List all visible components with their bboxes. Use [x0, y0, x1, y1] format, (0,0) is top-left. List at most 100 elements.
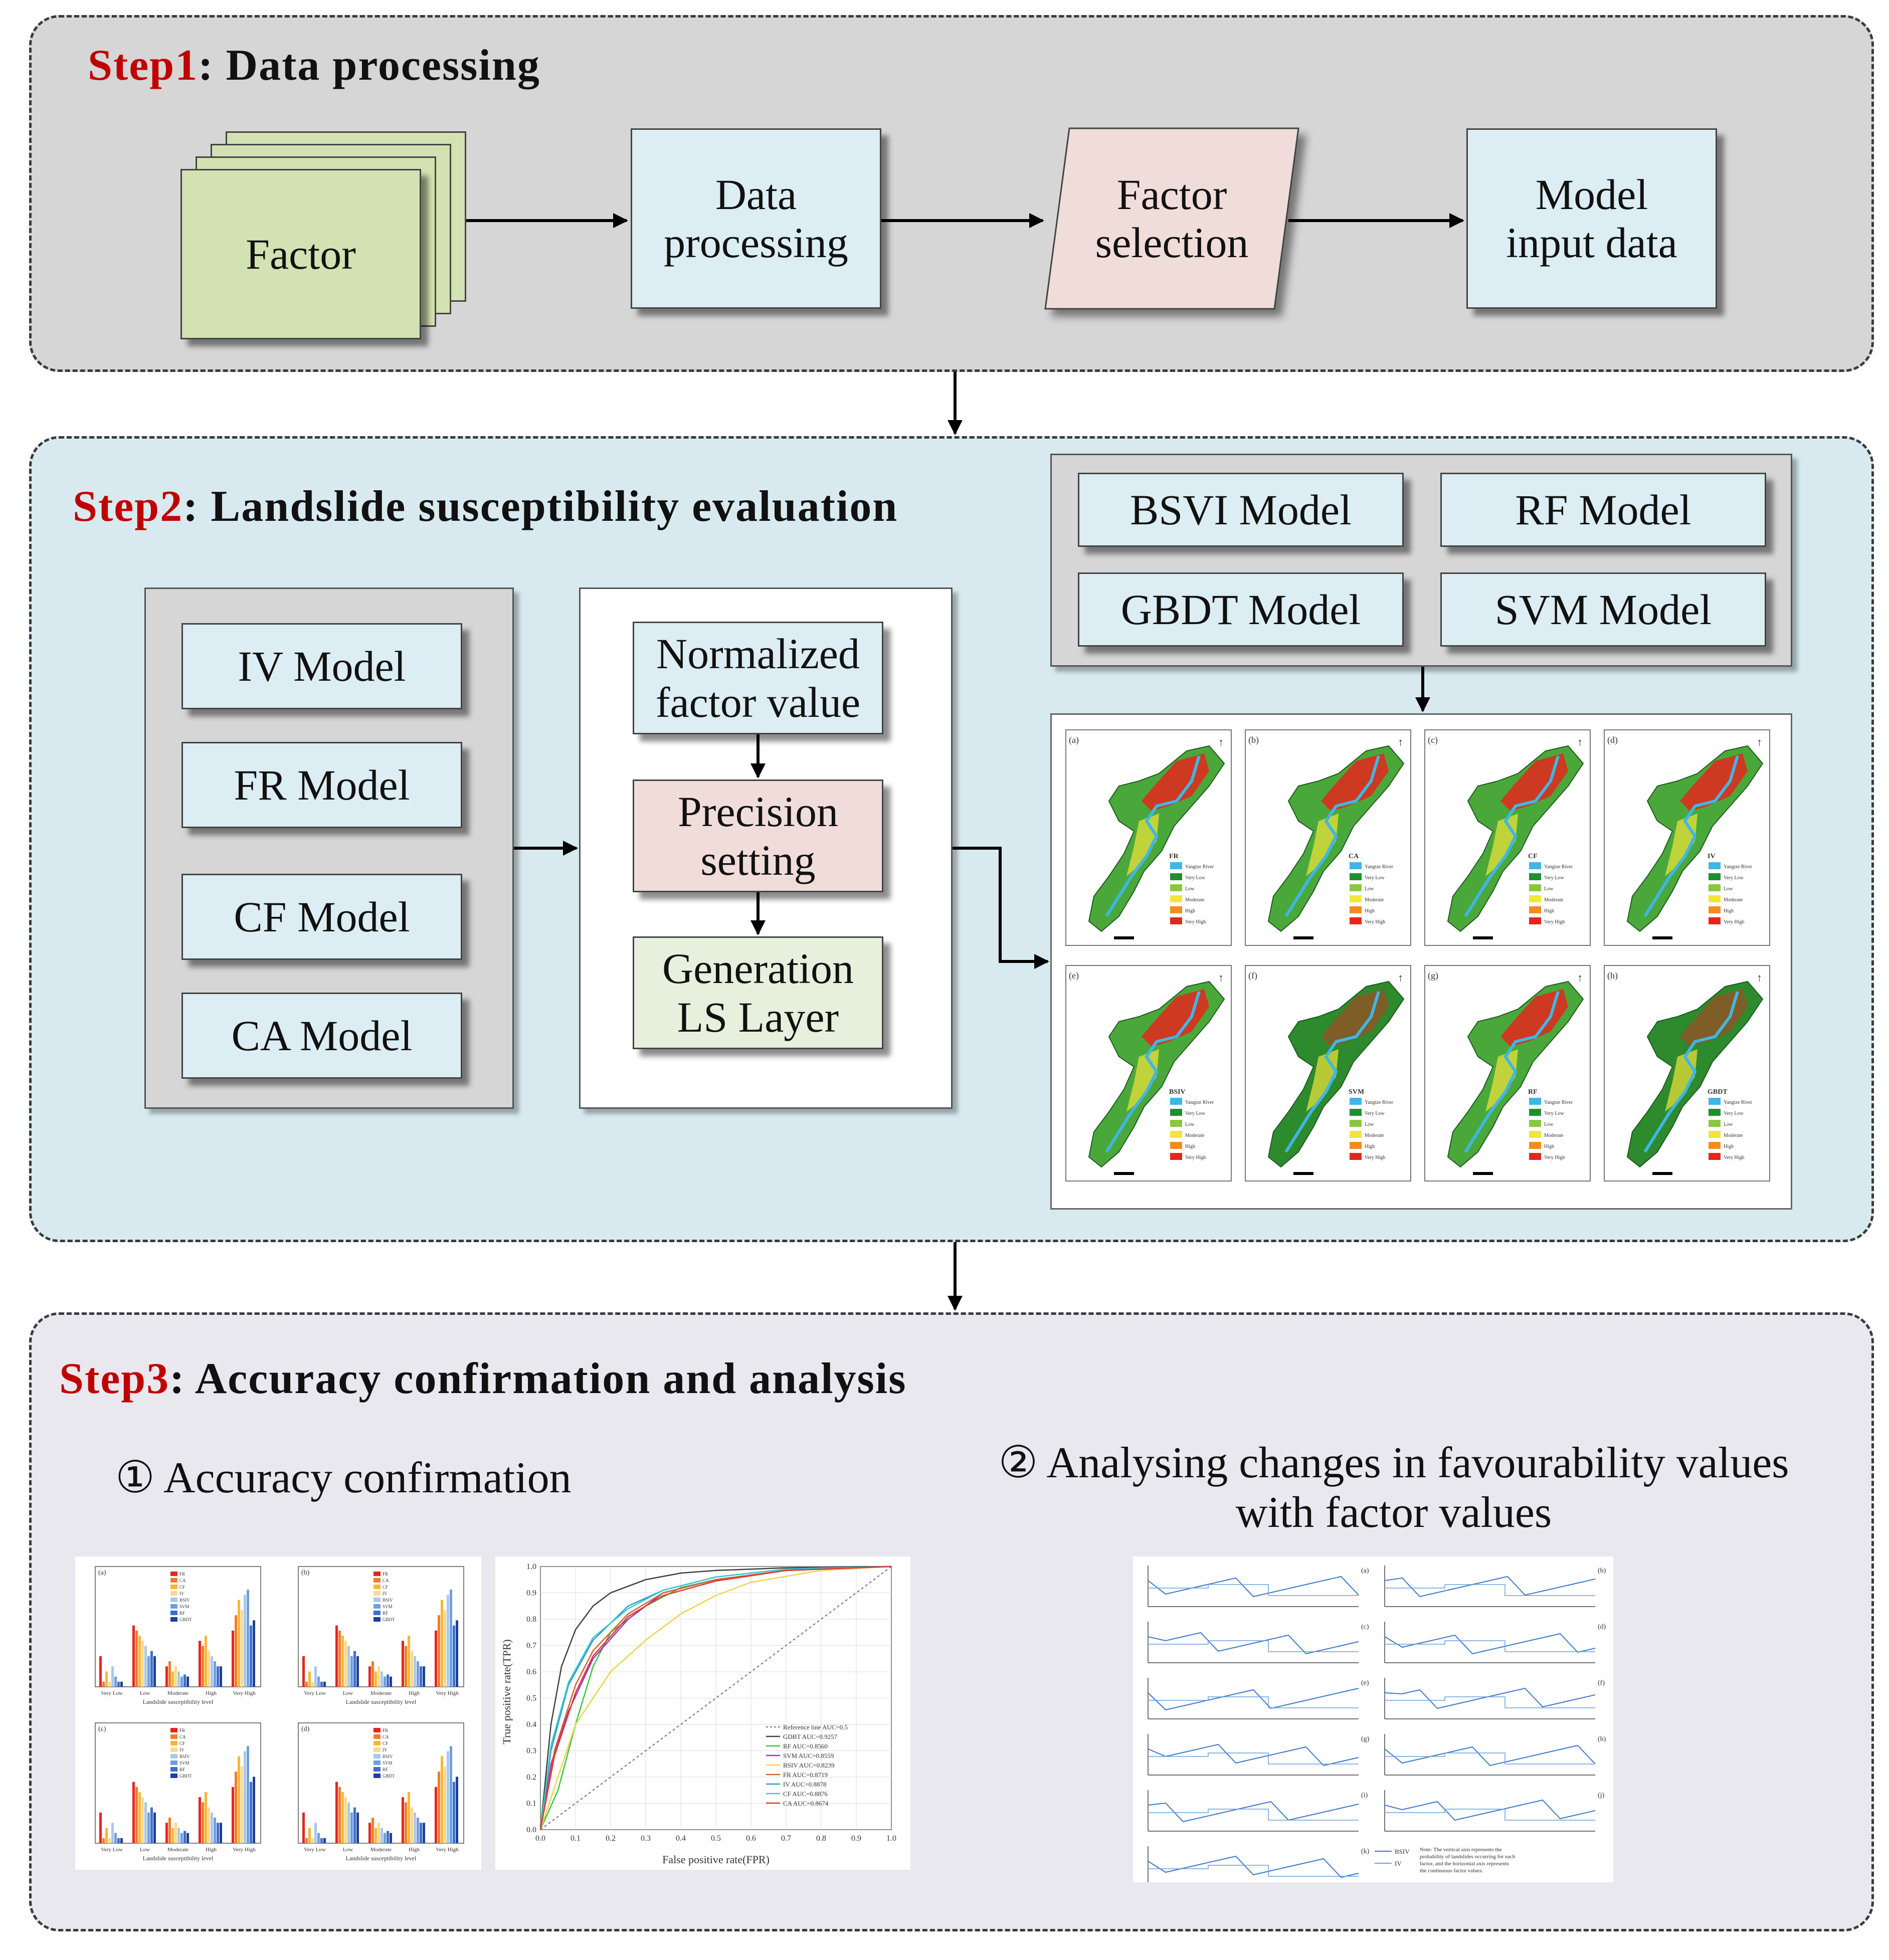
bar [444, 1610, 446, 1687]
bar-category-label: Moderate [370, 1847, 392, 1853]
bar [108, 1838, 111, 1843]
map-legend-swatch [1529, 1142, 1541, 1149]
factor-plot-panel: (k) [1148, 1846, 1370, 1882]
bar [132, 1625, 135, 1687]
factor-bsiv-line [1148, 1576, 1359, 1598]
bar-category-label: Moderate [167, 1847, 188, 1853]
factor-plot-tag: (k) [1361, 1848, 1370, 1855]
factor-plot-panel: (h) [1384, 1734, 1606, 1776]
bar-legend-label: FR [179, 1572, 185, 1577]
bar-chart-xlabel: Landslide susceptibility level [346, 1855, 417, 1862]
bar [408, 1792, 410, 1843]
bar-legend-swatch [170, 1611, 177, 1615]
bar [368, 1823, 371, 1843]
map-legend-swatch [1350, 895, 1362, 902]
north-arrow-icon: ↑ [1218, 736, 1224, 748]
map-legend-label: Yangtze River [1365, 1100, 1394, 1105]
bar-legend-label: GBDT [179, 1617, 192, 1622]
bar [317, 1833, 320, 1843]
bar-legend-swatch [170, 1754, 177, 1758]
roc-series-line [539, 1565, 892, 1830]
bar [153, 1812, 156, 1843]
map-legend-swatch [1709, 1098, 1721, 1105]
map-legend-label: Very High [1544, 1155, 1565, 1160]
map-panel-tag: (f) [1248, 970, 1257, 981]
bar [205, 1792, 207, 1843]
bar-legend-label: GBDT [179, 1774, 192, 1779]
map-legend-label: Very High [1365, 919, 1385, 925]
bar-legend-label: BSIV [383, 1598, 393, 1603]
bar [423, 1666, 425, 1687]
bar [153, 1656, 156, 1687]
north-arrow-icon: ↑ [1757, 971, 1762, 984]
roc-y-tick: 0.8 [526, 1615, 536, 1624]
roc-y-tick: 0.2 [526, 1773, 536, 1782]
bar-legend-swatch [170, 1747, 177, 1752]
roc-legend-label: IV AUC=0.8878 [783, 1781, 827, 1788]
bar [241, 1767, 243, 1843]
map-legend-label: Low [1724, 1122, 1733, 1127]
bar [168, 1661, 171, 1687]
map-model-label: GBDT [1708, 1088, 1728, 1096]
roc-legend-label: FR AUC=0.8719 [783, 1771, 828, 1779]
bar-category-label: Very High [233, 1847, 256, 1853]
factor-legend-label: IV [1395, 1860, 1402, 1867]
bar [217, 1823, 219, 1843]
map-legend-label: Low [1365, 886, 1374, 892]
factor-legend-label: BSIV [1395, 1848, 1410, 1855]
map-legend-swatch [1529, 1098, 1541, 1105]
map-legend-label: Moderate [1365, 1133, 1384, 1138]
bar [214, 1818, 216, 1843]
map-legend-swatch [1529, 895, 1541, 902]
bar-category-label: Moderate [370, 1690, 392, 1696]
map-model-label: BSIV [1169, 1088, 1186, 1096]
roc-ylabel: True positive rate(TPR) [500, 1639, 513, 1744]
bar-legend-swatch [170, 1734, 177, 1739]
bar [250, 1782, 252, 1843]
bar [387, 1674, 389, 1687]
map-legend-swatch [1170, 862, 1182, 869]
bar-legend-swatch [170, 1767, 177, 1772]
bar-legend-swatch [373, 1598, 381, 1602]
normalized-factor-box: Normalized factor value [633, 622, 883, 734]
map-legend-label: Moderate [1724, 1133, 1743, 1138]
bar [114, 1676, 117, 1687]
bar [456, 1777, 458, 1843]
bar [150, 1807, 153, 1843]
factor-iv-step [1385, 1696, 1595, 1708]
map-legend-swatch [1529, 862, 1541, 869]
bar-category-label: Low [140, 1690, 150, 1696]
bar-chart-tag: (a) [98, 1569, 106, 1577]
factor-plot-tag: (e) [1361, 1679, 1369, 1687]
bar-chart-xlabel: Landslide susceptibility level [143, 1698, 214, 1705]
bar [323, 1681, 326, 1687]
bar [217, 1666, 219, 1687]
factor-bsiv-line [1148, 1801, 1359, 1823]
bar [183, 1831, 186, 1843]
map-legend-label: Moderate [1365, 897, 1384, 903]
bar-legend-label: IV [179, 1591, 184, 1596]
bar-legend-swatch [170, 1617, 177, 1622]
factor-plot-panel: (b) [1384, 1565, 1606, 1607]
map-very-high-zone [1500, 753, 1568, 811]
bar-legend-swatch [170, 1741, 177, 1745]
bar [341, 1636, 344, 1687]
bar-chart-xlabel: Landslide susceptibility level [346, 1698, 417, 1705]
bar [402, 1641, 404, 1687]
bar-category-label: Very Low [304, 1690, 326, 1696]
step3-number: Step3 [59, 1354, 170, 1403]
factor-plot-panel: (g) [1148, 1734, 1370, 1776]
bar-legend-swatch [373, 1747, 381, 1752]
bar [374, 1828, 377, 1843]
svm-model-box: SVM Model [1440, 572, 1766, 647]
iv-model-box: IV Model [181, 623, 462, 709]
map-river [1284, 991, 1380, 1153]
bar [120, 1838, 123, 1843]
bar [253, 1620, 255, 1687]
